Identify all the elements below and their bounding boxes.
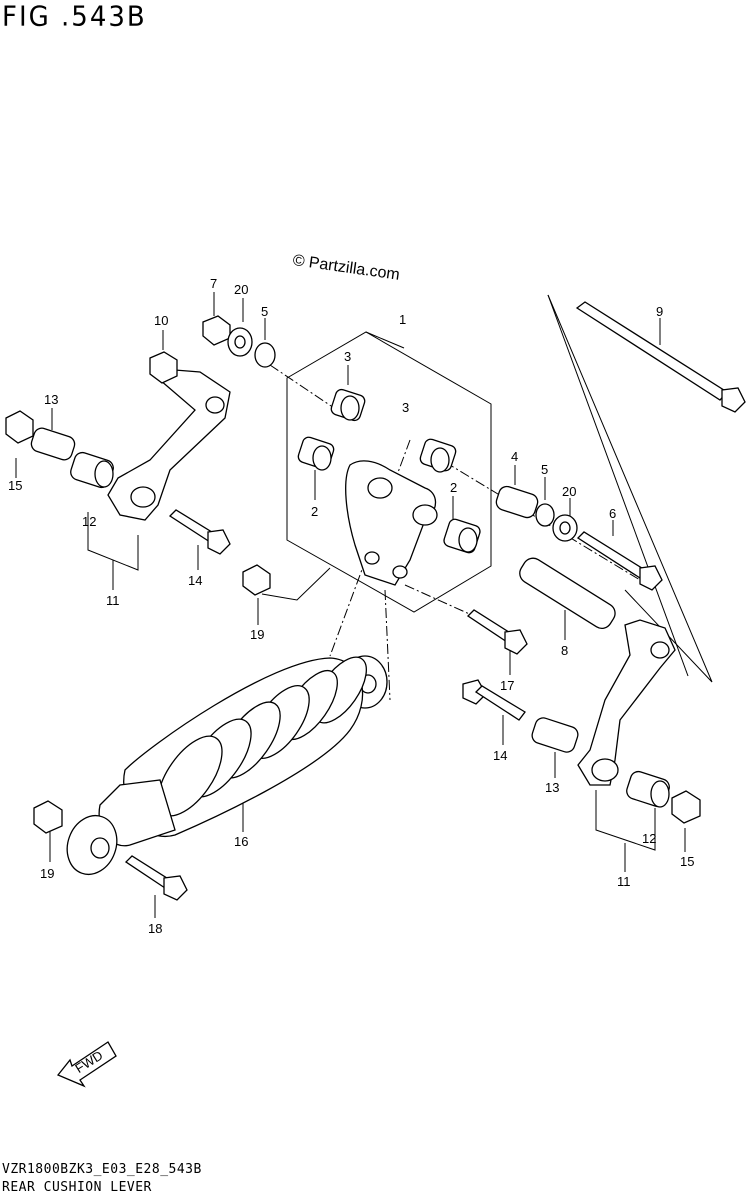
callout-2: 2 (450, 480, 457, 495)
rear-shock-absorber (66, 655, 388, 876)
callout-11: 11 (617, 874, 631, 889)
callout-15: 15 (680, 854, 694, 869)
callout-12: 12 (642, 831, 656, 846)
assembly-box-1 (286, 331, 492, 613)
bolt-9-leader-triangle (547, 294, 713, 683)
callout-19: 19 (40, 866, 54, 881)
callout-numbers: 1 2 2 3 3 4 5 5 6 7 8 9 10 11 11 12 12 1… (8, 276, 694, 936)
callout-7: 7 (210, 276, 217, 291)
diagram-code: VZR1800BZK3_E03_E28_543B (2, 1162, 202, 1177)
callout-14: 14 (188, 573, 202, 588)
callout-20: 20 (234, 282, 248, 297)
callout-17: 17 (500, 678, 514, 693)
callout-18: 18 (148, 921, 162, 936)
callout-3: 3 (402, 400, 409, 415)
callout-1: 1 (399, 312, 406, 327)
callout-16: 16 (234, 834, 248, 849)
callout-12: 12 (82, 514, 96, 529)
callout-13: 13 (44, 392, 58, 407)
left-tie-rod (107, 369, 231, 521)
callout-10: 10 (154, 313, 168, 328)
callout-5: 5 (541, 462, 548, 477)
callout-6: 6 (609, 506, 616, 521)
fwd-direction-arrow: FWD (56, 1041, 117, 1088)
callout-8: 8 (561, 643, 568, 658)
callout-20: 20 (562, 484, 576, 499)
callout-14: 14 (493, 748, 507, 763)
callout-11: 11 (106, 593, 120, 608)
cushion-lever (345, 460, 438, 586)
callout-9: 9 (656, 304, 663, 319)
bolts (124, 301, 746, 901)
leader-lines (15, 292, 686, 918)
callout-15: 15 (8, 478, 22, 493)
diagram-name: REAR CUSHION LEVER (2, 1180, 152, 1195)
callout-5: 5 (261, 304, 268, 319)
callout-19: 19 (250, 627, 264, 642)
small-parts (5, 315, 701, 834)
needle-bearings (297, 388, 481, 554)
right-tie-rod (577, 619, 676, 786)
callout-4: 4 (511, 449, 518, 464)
figure-title: FIG .543B (2, 1, 147, 33)
callout-3: 3 (344, 349, 351, 364)
callout-13: 13 (545, 780, 559, 795)
callout-2: 2 (311, 504, 318, 519)
